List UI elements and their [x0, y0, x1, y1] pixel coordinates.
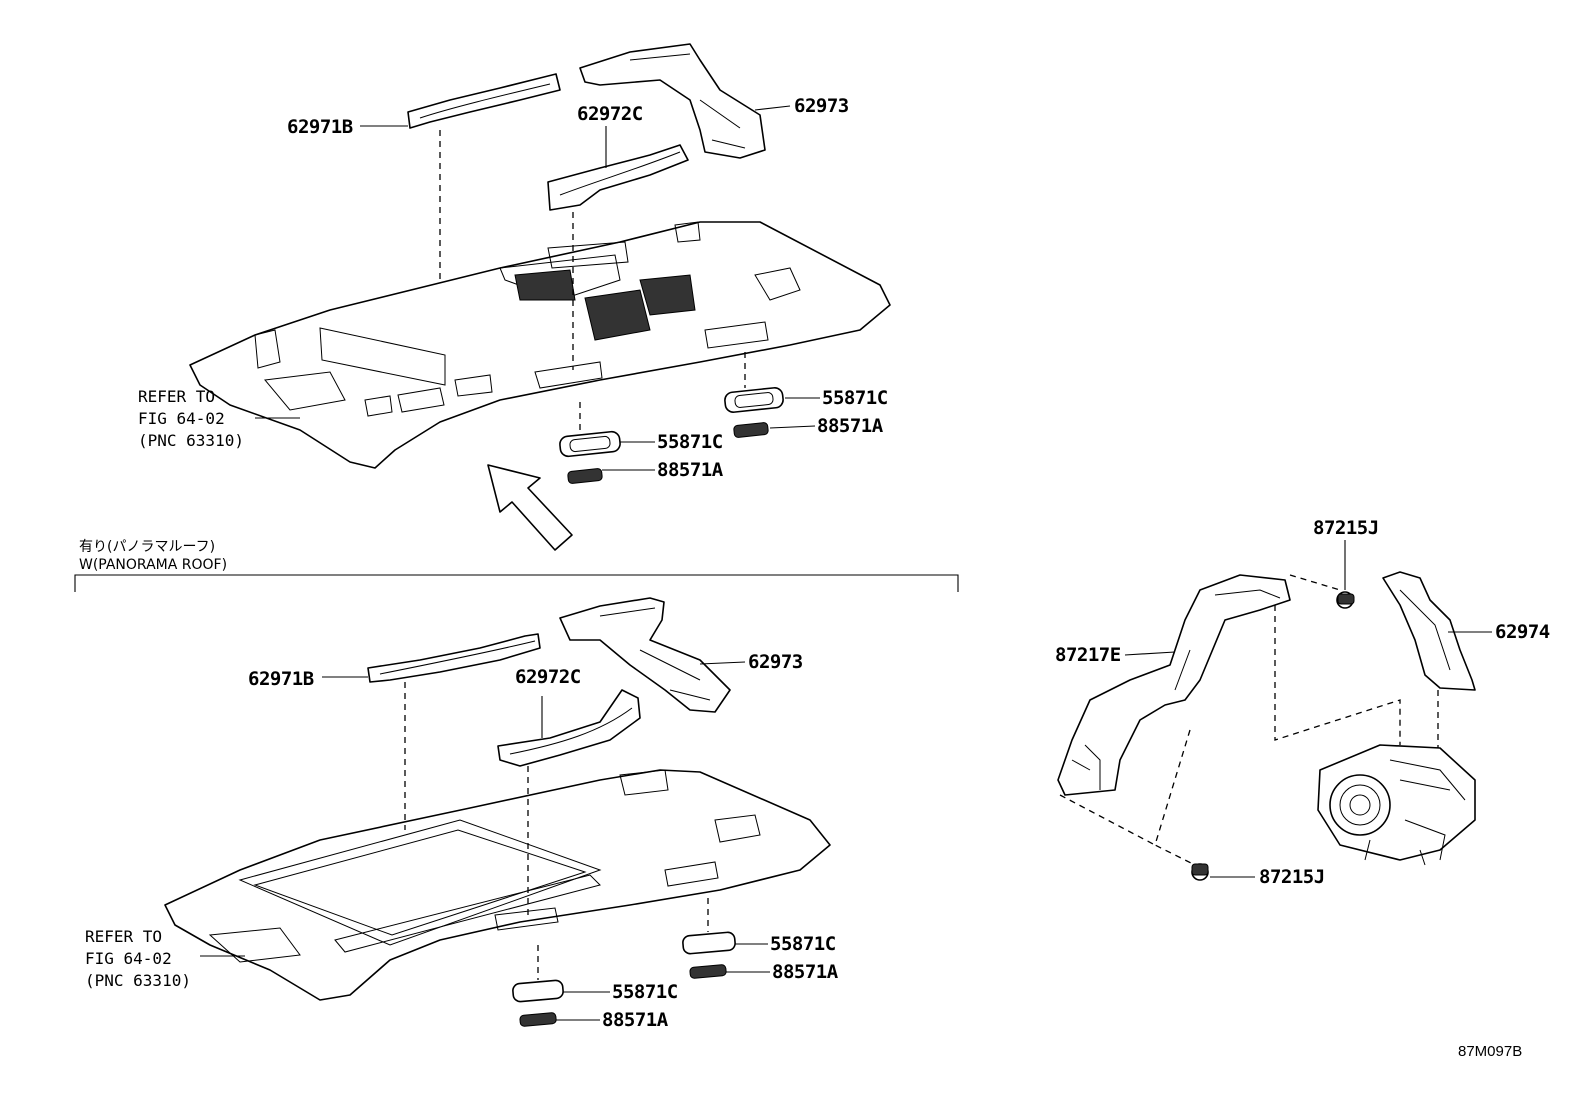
register-55871C-bottom-right [682, 931, 736, 955]
register-55871C-bottom-left [512, 979, 564, 1003]
refer-text-bottom-line1: REFER TO [85, 927, 162, 946]
label-62973-top: 62973 [794, 95, 849, 117]
register-55871C-top-right [724, 387, 784, 413]
headliner-bottom [164, 769, 831, 1001]
label-88571A-bottom-right: 88571A [772, 961, 839, 983]
grille-88571A-bottom-left [519, 1012, 557, 1027]
label-62971B-top: 62971B [287, 116, 353, 138]
duct-62973-top [579, 43, 766, 159]
label-62972C-bottom: 62972C [515, 666, 581, 688]
label-62974: 62974 [1495, 621, 1550, 643]
duct-62972C-bottom [497, 689, 641, 767]
side-assembly: 87215J 87217E 62974 87215J [1055, 517, 1550, 888]
option-caption-jp: 有り(パノラマルーフ) [79, 539, 215, 555]
label-87215J-bottom: 87215J [1259, 866, 1325, 888]
headliner-top [189, 221, 891, 469]
register-55871C-top-left [559, 430, 621, 458]
refer-text-bottom-line2: FIG 64-02 [85, 949, 172, 968]
label-62971B-bottom: 62971B [248, 668, 314, 690]
label-88571A-bottom-left: 88571A [602, 1009, 669, 1031]
clip-87215J-bottom [1191, 863, 1209, 881]
duct-62972C-top [547, 144, 689, 211]
refer-text-top-line1: REFER TO [138, 387, 215, 406]
label-55871C-bottom-right: 55871C [770, 933, 836, 955]
label-88571A-top-left: 88571A [657, 459, 724, 481]
label-55871C-top-right: 55871C [822, 387, 888, 409]
duct-62974 [1382, 571, 1476, 691]
duct-62971B-bottom [367, 633, 541, 683]
duct-87217E [1057, 574, 1291, 796]
label-88571A-top-right: 88571A [817, 415, 884, 437]
grille-88571A-bottom-right [689, 964, 727, 979]
option-caption-en: W(PANORAMA ROOF) [79, 557, 227, 573]
label-87215J-top: 87215J [1313, 517, 1379, 539]
label-55871C-bottom-left: 55871C [612, 981, 678, 1003]
refer-text-top-line2: FIG 64-02 [138, 409, 225, 428]
label-87217E: 87217E [1055, 644, 1121, 666]
blower-unit [1317, 744, 1476, 866]
duct-62971B-top [407, 73, 561, 129]
clip-87215J-top [1336, 591, 1355, 609]
option-bracket [74, 574, 959, 592]
bottom-assembly: 62971B 62972C 62973 55871C 88571A 55871C… [85, 597, 839, 1031]
duct-62973-bottom [559, 597, 731, 713]
grille-88571A-top-right [733, 422, 769, 438]
grille-88571A-top-left [567, 468, 603, 484]
direction-arrow [487, 464, 573, 551]
top-assembly: 62971B 62972C 62973 55871C 88571A 55871C… [138, 43, 891, 551]
label-62972C-top: 62972C [577, 103, 643, 125]
refer-text-bottom-line3: (PNC 63310) [85, 971, 191, 990]
label-55871C-top-left: 55871C [657, 431, 723, 453]
diagram-code: 87M097B [1458, 1043, 1522, 1060]
refer-text-top-line3: (PNC 63310) [138, 431, 244, 450]
label-62973-bottom: 62973 [748, 651, 803, 673]
